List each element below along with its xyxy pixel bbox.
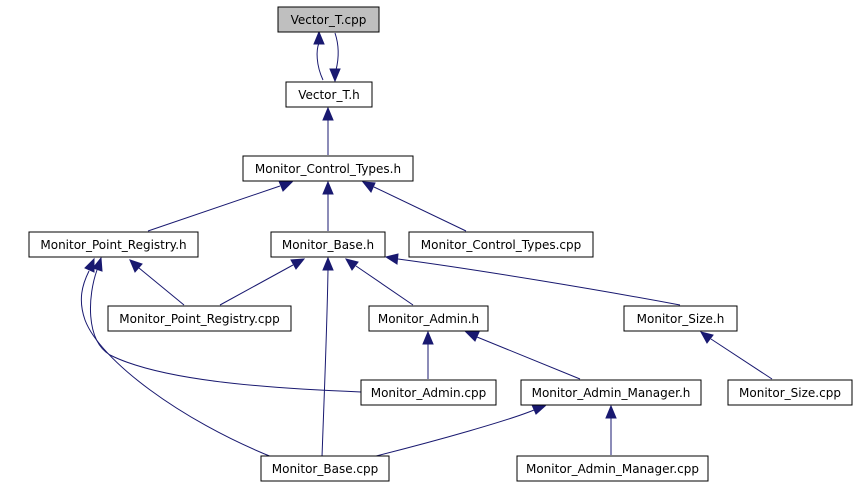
- node-box-highlighted: [277, 6, 380, 33]
- edge-monitor-admin-manager-h-to-monitor-base-cpp: [371, 404, 547, 458]
- node-label: Monitor_Size.h: [637, 312, 725, 326]
- node-label: Monitor_Control_Types.h: [255, 162, 401, 176]
- edge-monitor-control-types-h-to-monitor-control-types-cpp: [361, 181, 467, 232]
- edge-monitor-base-h-to-monitor-point-registry-cpp: [219, 258, 306, 306]
- edges: [80, 30, 773, 458]
- edge-vector-t-h-to-monitor-control-types-h: [322, 106, 334, 155]
- nodes: Vector_T.cpp Vector_T.h Monitor_Control_…: [28, 6, 853, 482]
- edge-monitor-base-h-to-monitor-base-cpp: [321, 256, 334, 458]
- edge-monitor-point-registry-h-to-monitor-base-cpp: [80, 257, 273, 458]
- node-box: [520, 379, 702, 406]
- node-label: Vector_T.cpp: [291, 13, 367, 27]
- node-vector-t-h[interactable]: Vector_T.h: [285, 81, 373, 108]
- edge-monitor-base-h-to-monitor-admin-h: [345, 258, 414, 306]
- node-box: [368, 305, 489, 332]
- node-label: Monitor_Admin_Manager.cpp: [526, 462, 699, 476]
- node-label: Monitor_Size.cpp: [739, 386, 841, 400]
- edge-vector-t-h-to-vector-t-cpp: [329, 32, 341, 83]
- node-box: [727, 379, 853, 406]
- node-monitor-admin-cpp[interactable]: Monitor_Admin.cpp: [360, 379, 497, 406]
- node-label: Monitor_Admin_Manager.h: [532, 386, 691, 400]
- node-box: [270, 231, 386, 258]
- node-vector-t-cpp[interactable]: Vector_T.cpp: [277, 6, 380, 33]
- edge-monitor-base-h-to-monitor-size-h: [384, 253, 681, 306]
- edge-monitor-admin-manager-h-to-monitor-admin-manager-cpp: [605, 404, 617, 455]
- node-monitor-size-h[interactable]: Monitor_Size.h: [623, 305, 738, 332]
- node-box: [408, 231, 594, 258]
- node-label: Monitor_Admin.cpp: [371, 386, 487, 400]
- node-monitor-admin-h[interactable]: Monitor_Admin.h: [368, 305, 489, 332]
- node-box: [28, 231, 199, 258]
- node-monitor-admin-manager-cpp[interactable]: Monitor_Admin_Manager.cpp: [516, 455, 709, 482]
- node-label: Monitor_Point_Registry.cpp: [119, 312, 279, 326]
- node-box: [360, 379, 497, 406]
- edge-monitor-control-types-h-to-monitor-base-h: [322, 180, 334, 231]
- node-box: [260, 455, 390, 482]
- node-label: Monitor_Base.cpp: [272, 462, 378, 476]
- node-label: Vector_T.h: [298, 88, 360, 102]
- edge-monitor-point-registry-h-to-monitor-point-registry-cpp: [129, 259, 185, 306]
- node-label: Monitor_Base.h: [282, 238, 374, 252]
- edge-monitor-size-h-to-monitor-size-cpp: [700, 331, 773, 380]
- node-monitor-point-registry-h[interactable]: Monitor_Point_Registry.h: [28, 231, 199, 258]
- edge-monitor-point-registry-h-to-monitor-admin-cpp: [90, 256, 362, 393]
- edge-monitor-admin-h-to-monitor-admin-cpp: [422, 330, 434, 379]
- node-box: [516, 455, 709, 482]
- node-label: Monitor_Control_Types.cpp: [421, 238, 581, 252]
- node-box: [623, 305, 738, 332]
- edge-vector-t-cpp-to-vector-t-h: [313, 30, 325, 81]
- node-box: [107, 305, 292, 332]
- node-monitor-base-cpp[interactable]: Monitor_Base.cpp: [260, 455, 390, 482]
- edge-monitor-control-types-h-to-monitor-point-registry-h: [147, 180, 294, 232]
- node-monitor-size-cpp[interactable]: Monitor_Size.cpp: [727, 379, 853, 406]
- node-monitor-control-types-cpp[interactable]: Monitor_Control_Types.cpp: [408, 231, 594, 258]
- node-label: Monitor_Point_Registry.h: [40, 238, 186, 252]
- node-box: [242, 155, 414, 182]
- node-monitor-admin-manager-h[interactable]: Monitor_Admin_Manager.h: [520, 379, 702, 406]
- node-monitor-base-h[interactable]: Monitor_Base.h: [270, 231, 386, 258]
- node-monitor-control-types-h[interactable]: Monitor_Control_Types.h: [242, 155, 414, 182]
- node-label: Monitor_Admin.h: [378, 312, 479, 326]
- node-monitor-point-registry-cpp[interactable]: Monitor_Point_Registry.cpp: [107, 305, 292, 332]
- edge-monitor-admin-h-to-monitor-admin-manager-h: [464, 331, 581, 380]
- node-box: [285, 81, 373, 108]
